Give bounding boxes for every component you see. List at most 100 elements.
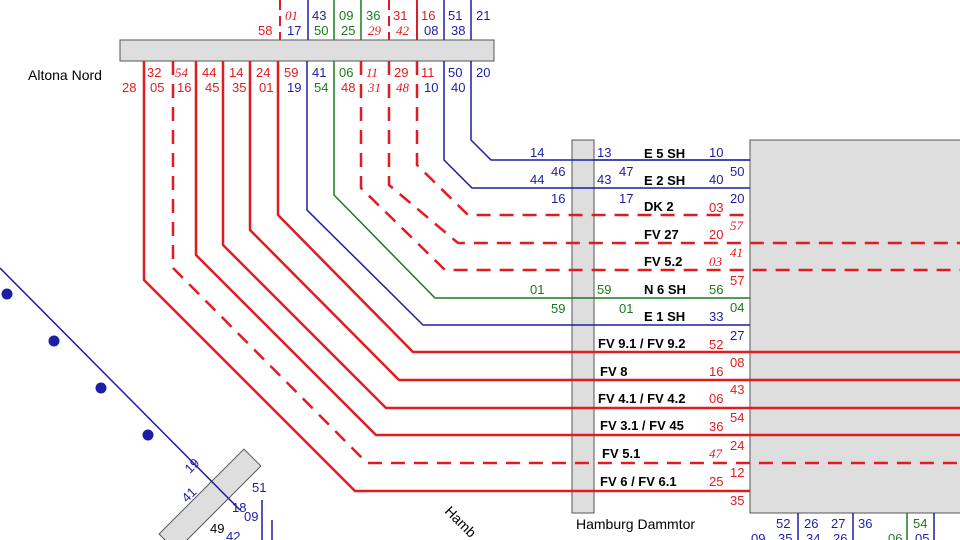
track-number: 19 bbox=[182, 455, 203, 476]
track-number: 54 bbox=[730, 410, 744, 425]
track-number: 54 bbox=[314, 80, 328, 95]
left-numbers-upper: 32 54 44 14 24 59 41 06 11 29 11 50 20 bbox=[147, 65, 490, 80]
track-number: 01 bbox=[285, 8, 298, 23]
track-number: 48 bbox=[396, 80, 410, 95]
route-label-n6sh: N 6 SH bbox=[644, 282, 686, 297]
bottom-right-numbers: 52 26 27 36 54 09 35 34 26 06 05 bbox=[751, 516, 929, 540]
track-number: 06 bbox=[709, 391, 723, 406]
platform-right-block bbox=[749, 139, 960, 514]
track-number: 54 bbox=[175, 65, 189, 80]
mid-left-numbers: 14 44 46 16 01 59 bbox=[530, 145, 565, 316]
track-number: 21 bbox=[476, 8, 490, 23]
track-number: 56 bbox=[709, 282, 723, 297]
track-number: 14 bbox=[229, 65, 243, 80]
route-label-fv52: FV 5.2 bbox=[644, 254, 682, 269]
track-number: 51 bbox=[448, 8, 462, 23]
track-number: 06 bbox=[888, 531, 902, 540]
track-number: 42 bbox=[226, 529, 240, 540]
track-e2sh bbox=[443, 61, 750, 189]
track-number: 24 bbox=[256, 65, 270, 80]
track-number: 03 bbox=[709, 254, 723, 269]
track-dk2 bbox=[415, 61, 750, 217]
track-number: 16 bbox=[551, 191, 565, 206]
left-numbers-lower: 28 05 16 45 35 01 19 54 48 31 48 10 40 bbox=[122, 80, 465, 95]
track-fv52 bbox=[359, 61, 960, 272]
platform-dammtor bbox=[571, 139, 595, 514]
track-number: 05 bbox=[915, 531, 929, 540]
track-fv27 bbox=[387, 61, 960, 245]
track-n6sh bbox=[333, 61, 750, 299]
track-number: 35 bbox=[730, 493, 744, 508]
track-number: 28 bbox=[122, 80, 136, 95]
bottom-right-stubs bbox=[797, 513, 935, 540]
track-number: 19 bbox=[287, 80, 301, 95]
track-number: 27 bbox=[730, 328, 744, 343]
station-label-altona-nord: Altona Nord bbox=[28, 67, 102, 83]
track-number: 57 bbox=[730, 273, 744, 288]
track-number: 26 bbox=[804, 516, 818, 531]
route-label-fv51: FV 5.1 bbox=[602, 446, 640, 461]
track-number: 58 bbox=[258, 23, 272, 38]
track-fv41 bbox=[221, 61, 960, 410]
track-fv8 bbox=[248, 61, 960, 382]
track-number: 36 bbox=[366, 8, 380, 23]
track-number: 47 bbox=[709, 446, 723, 461]
track-number: 36 bbox=[709, 419, 723, 434]
track-number: 09 bbox=[244, 509, 258, 524]
track-number: 43 bbox=[730, 382, 744, 397]
track-number: 38 bbox=[451, 23, 465, 38]
track-number: 59 bbox=[597, 282, 611, 297]
track-fv6 bbox=[142, 61, 750, 493]
top-numbers-above: 01 43 09 36 31 16 51 21 bbox=[285, 8, 490, 23]
track-e1sh bbox=[306, 61, 750, 326]
track-number: 40 bbox=[709, 172, 723, 187]
track-number: 09 bbox=[339, 8, 353, 23]
track-lines bbox=[142, 61, 960, 493]
track-number: 01 bbox=[530, 282, 544, 297]
route-label-fv27: FV 27 bbox=[644, 227, 679, 242]
track-number: 09 bbox=[751, 531, 765, 540]
route-label-fv31: FV 3.1 / FV 45 bbox=[600, 418, 684, 433]
track-number: 43 bbox=[312, 8, 326, 23]
track-number: 34 bbox=[806, 531, 820, 540]
stop-dot bbox=[95, 382, 107, 394]
route-label-e2sh: E 2 SH bbox=[644, 173, 685, 188]
track-number: 54 bbox=[913, 516, 927, 531]
track-number: 25 bbox=[341, 23, 355, 38]
track-number: 13 bbox=[597, 145, 611, 160]
route-label-fv41: FV 4.1 / FV 4.2 bbox=[598, 391, 685, 406]
track-number: 48 bbox=[341, 80, 355, 95]
track-number: 52 bbox=[709, 337, 723, 352]
track-number: 52 bbox=[776, 516, 790, 531]
track-fv91 bbox=[276, 61, 960, 354]
track-number: 31 bbox=[367, 80, 381, 95]
track-number: 49 bbox=[210, 521, 224, 536]
track-number: 25 bbox=[709, 474, 723, 489]
track-number: 06 bbox=[339, 65, 353, 80]
track-number: 27 bbox=[831, 516, 845, 531]
stop-dot bbox=[48, 335, 60, 347]
track-number: 16 bbox=[421, 8, 435, 23]
track-number: 50 bbox=[730, 164, 744, 179]
track-number: 59 bbox=[284, 65, 298, 80]
route-label-fv8: FV 8 bbox=[600, 364, 627, 379]
track-number: 10 bbox=[709, 145, 723, 160]
track-number: 20 bbox=[709, 227, 723, 242]
mid-right-numbers: 10 40 50 20 03 57 20 03 41 57 56 04 33 2… bbox=[709, 145, 744, 508]
track-number: 43 bbox=[597, 172, 611, 187]
track-number: 57 bbox=[730, 218, 744, 233]
track-number: 20 bbox=[476, 65, 490, 80]
track-number: 12 bbox=[730, 465, 744, 480]
track-number: 35 bbox=[778, 531, 792, 540]
track-number: 31 bbox=[393, 8, 407, 23]
track-number: 10 bbox=[424, 80, 438, 95]
mid-center-numbers: 13 43 47 17 59 01 bbox=[597, 145, 633, 316]
track-number: 29 bbox=[394, 65, 408, 80]
track-number: 05 bbox=[150, 80, 164, 95]
track-number: 18 bbox=[232, 500, 246, 515]
track-number: 44 bbox=[530, 172, 544, 187]
track-number: 08 bbox=[730, 355, 744, 370]
top-stub-lines bbox=[279, 0, 472, 40]
route-label-e1sh: E 1 SH bbox=[644, 309, 685, 324]
